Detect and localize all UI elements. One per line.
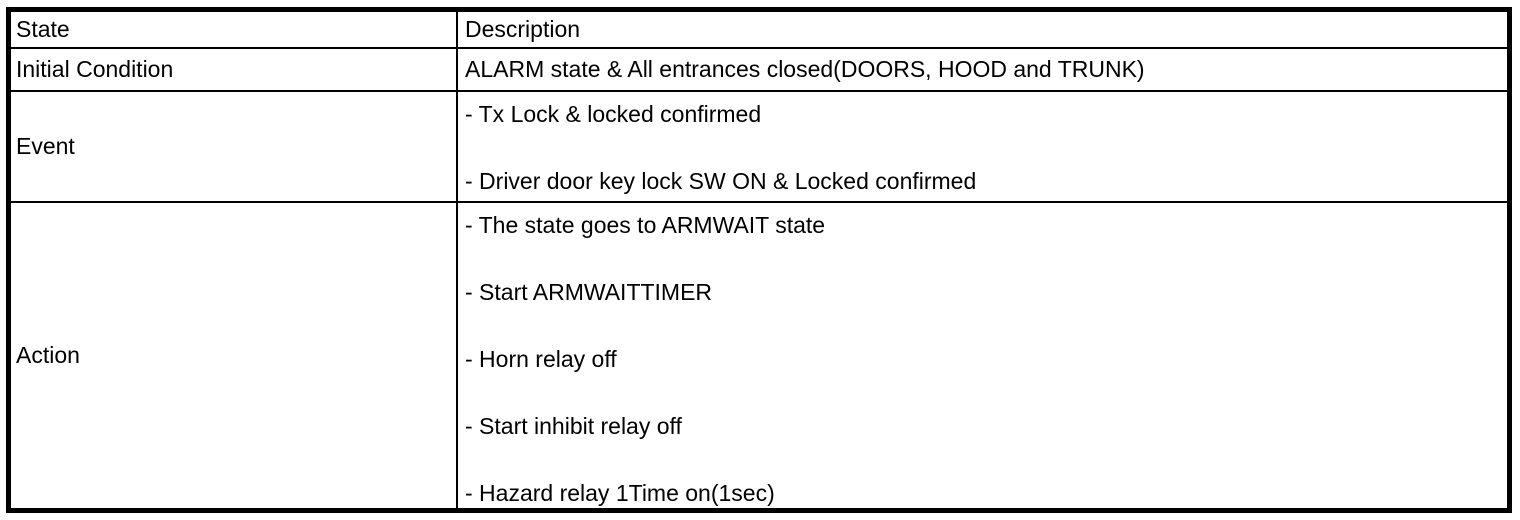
header-cell-description: Description xyxy=(458,12,1507,49)
description-line: ALARM state & All entrances closed(DOORS… xyxy=(465,56,1145,82)
description-line: - Start ARMWAITTIMER xyxy=(465,279,713,305)
state-cell-event: Event xyxy=(11,92,458,203)
description-line: - Hazard relay 1Time on(1sec) xyxy=(465,480,775,506)
table-grid: State Description Initial Condition ALAR… xyxy=(11,12,1507,508)
header-description-label: Description xyxy=(465,16,581,42)
description-line: - Start inhibit relay off xyxy=(465,413,682,439)
description-cell-initial-condition: ALARM state & All entrances closed(DOORS… xyxy=(458,49,1507,92)
state-description-table: State Description Initial Condition ALAR… xyxy=(6,7,1512,513)
header-state-label: State xyxy=(16,16,70,42)
state-label: Initial Condition xyxy=(16,56,174,82)
header-cell-state: State xyxy=(11,12,458,49)
state-cell-initial-condition: Initial Condition xyxy=(11,49,458,92)
state-cell-action: Action xyxy=(11,203,458,508)
description-line: - Horn relay off xyxy=(465,346,617,372)
description-cell-event: - Tx Lock & locked confirmed - Driver do… xyxy=(458,92,1507,203)
state-label: Action xyxy=(16,342,80,368)
description-line: - Tx Lock & locked confirmed xyxy=(465,101,762,127)
description-line: - The state goes to ARMWAIT state xyxy=(465,212,826,238)
state-label: Event xyxy=(16,133,75,159)
description-cell-action: - The state goes to ARMWAIT state - Star… xyxy=(458,203,1507,508)
description-line: - Driver door key lock SW ON & Locked co… xyxy=(465,168,977,194)
